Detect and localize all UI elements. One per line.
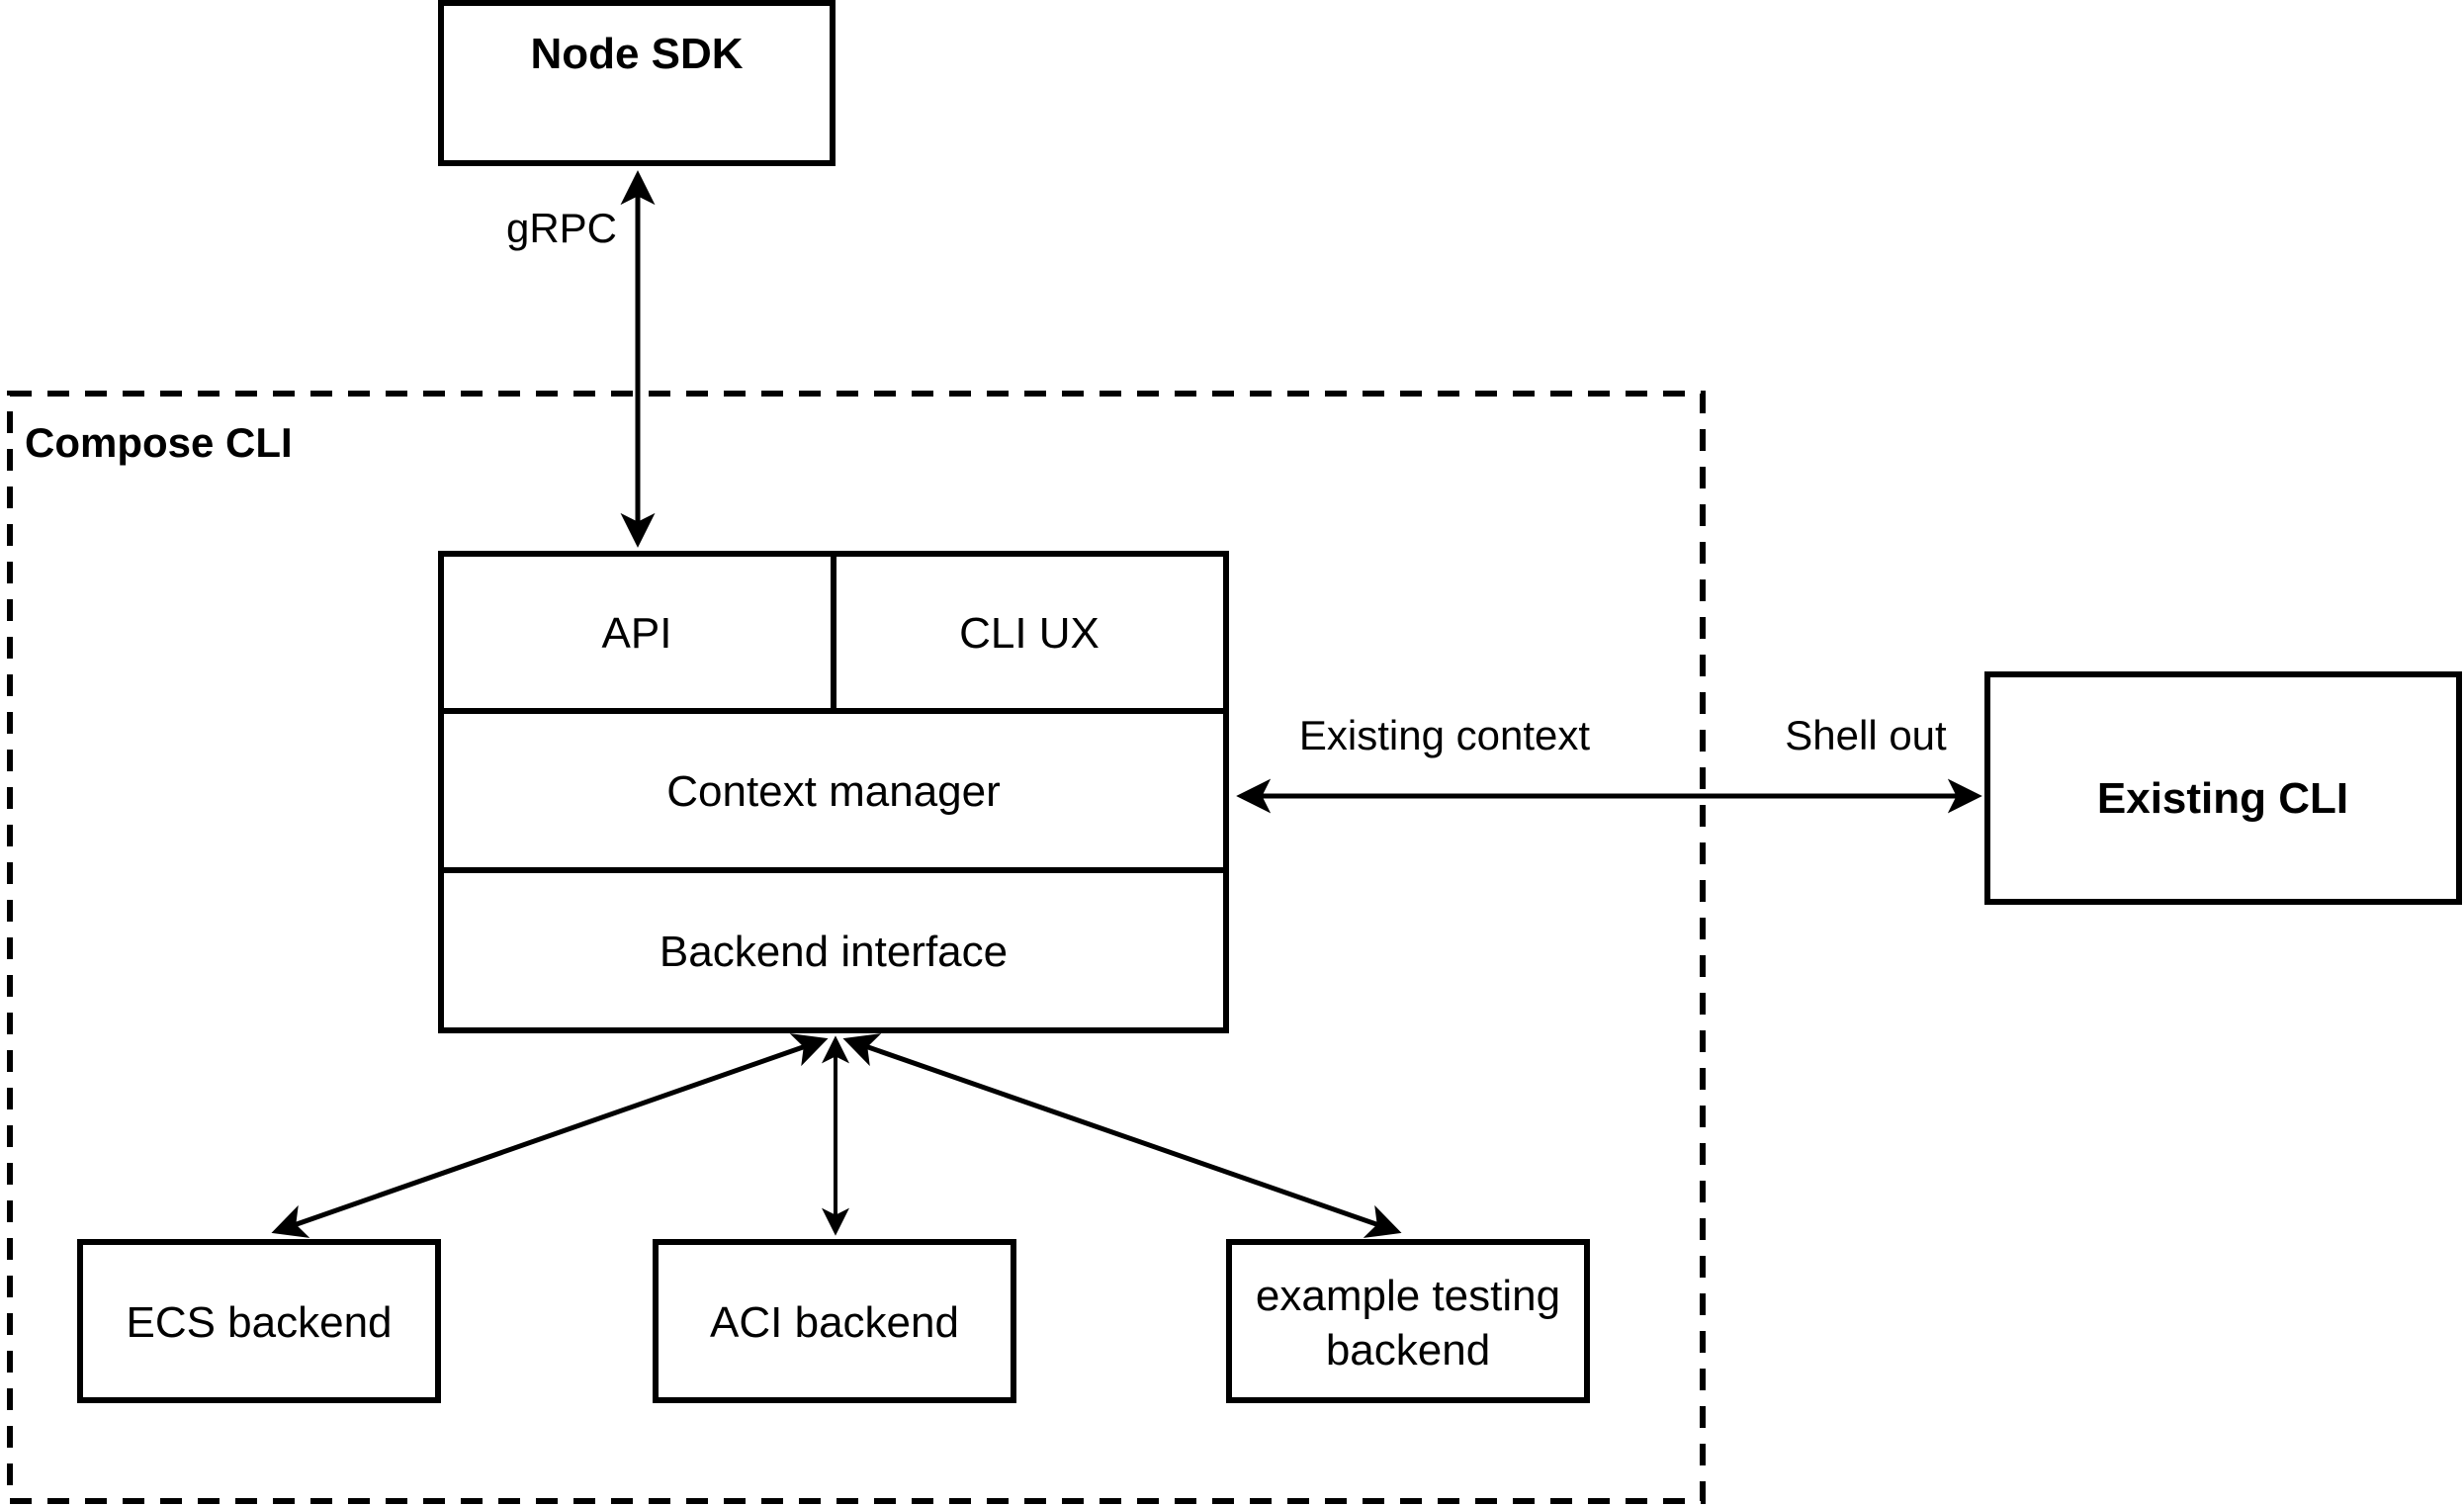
backend-interface-label: Backend interface — [660, 928, 1008, 976]
node-sdk-label: Node SDK — [530, 30, 743, 78]
compose-cli-group-label: Compose CLI — [25, 419, 293, 466]
aci-backend-label: ACI backend — [710, 1298, 959, 1347]
backend-to-example-connector — [842, 1033, 1402, 1238]
cli-ux-label: CLI UX — [959, 609, 1100, 658]
existing-cli-label: Existing CLI — [2097, 774, 2348, 823]
context-manager-label: Context manager — [666, 767, 1001, 816]
compose-cli-group-border — [7, 391, 1706, 1504]
example-testing-backend-box[interactable] — [1226, 1239, 1590, 1403]
existing-context-edge-label: Existing context — [1299, 712, 1590, 758]
aci-backend-box[interactable] — [653, 1239, 1016, 1403]
node-sdk-box[interactable] — [438, 0, 836, 166]
example-testing-backend-label-line1: example testing — [1256, 1272, 1560, 1320]
example-testing-backend-label-line2: backend — [1326, 1326, 1490, 1374]
api-label: API — [602, 609, 672, 658]
ecs-backend-label: ECS backend — [126, 1298, 392, 1347]
ecs-backend-box[interactable] — [77, 1239, 441, 1403]
existing-cli-box[interactable] — [1984, 671, 2462, 905]
shell-out-edge-label: Shell out — [1785, 712, 1947, 758]
backend-to-ecs-connector — [271, 1033, 829, 1238]
grpc-edge-label: gRPC — [506, 205, 617, 251]
